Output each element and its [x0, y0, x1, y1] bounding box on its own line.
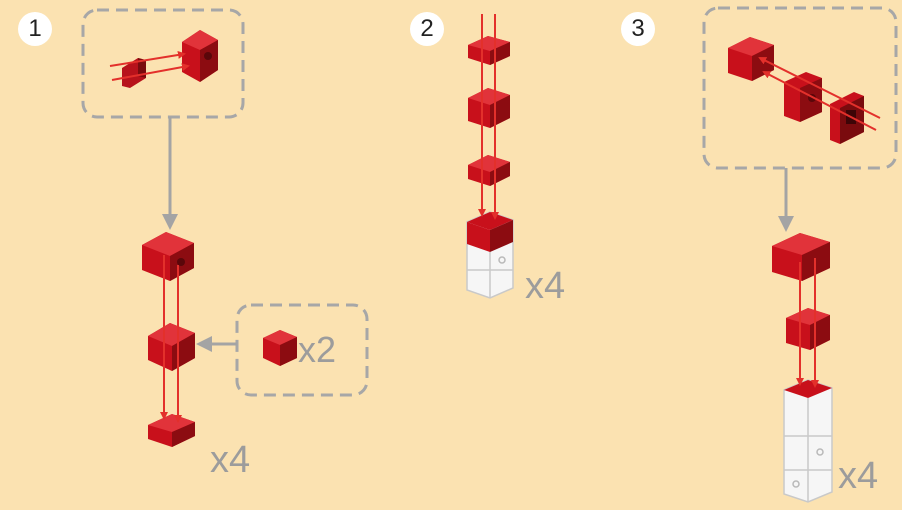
- step-2-badge: 2: [410, 12, 444, 46]
- plate-step2-top: [468, 36, 510, 65]
- base-white-block-step2: [466, 211, 514, 299]
- step-1-multiplier: x4: [210, 439, 251, 481]
- step-3-badge: 3: [621, 12, 655, 46]
- assembly-arrow-3b: [762, 71, 877, 131]
- brick-stack-3-mid: [786, 308, 830, 350]
- brick-part-step3-c: [830, 92, 864, 144]
- plate-stack-1-bottom: [148, 414, 195, 447]
- brick-part-small-2: [182, 30, 218, 82]
- brick-stack-1-mid: [148, 323, 195, 371]
- step-3-group: [702, 6, 898, 503]
- assembly-arrow-3a: [758, 57, 881, 119]
- brick-part-x2: [263, 330, 297, 366]
- brick-step2-mid: [468, 88, 510, 128]
- step-2-group: [466, 14, 514, 299]
- callout-box-step3: [702, 6, 898, 170]
- assembly-arrow-1b: [111, 63, 190, 81]
- assembly-arrow-1a: [109, 51, 186, 67]
- brick-stack-1-top: [142, 232, 194, 281]
- step-2-multiplier: x4: [525, 265, 566, 307]
- step-1-group: [81, 8, 369, 447]
- step-1-badge: 1: [18, 12, 52, 46]
- step-1-sub-multiplier: x2: [298, 329, 337, 370]
- plate-step2-lower: [468, 155, 510, 186]
- callout-box-step1-top: [81, 8, 245, 119]
- brick-part-small-1: [122, 58, 146, 88]
- callout-box-step1-side: [235, 303, 369, 397]
- base-white-block-step3: [783, 379, 833, 503]
- step-3-multiplier: x4: [838, 455, 879, 497]
